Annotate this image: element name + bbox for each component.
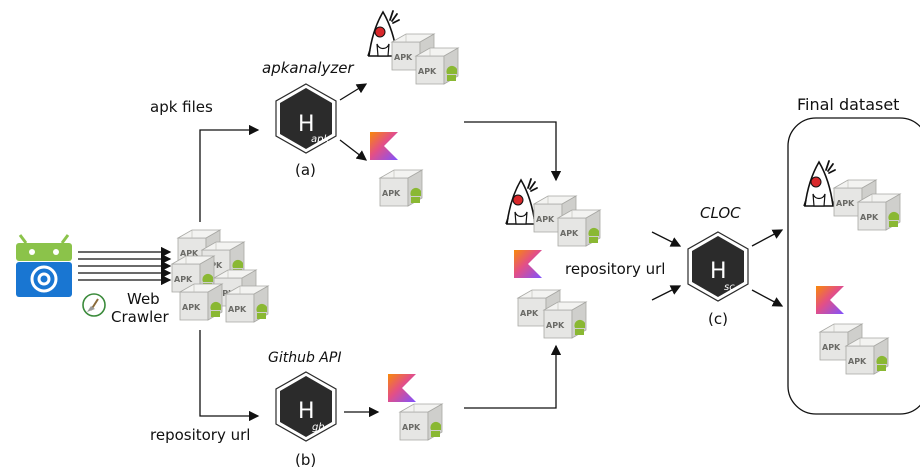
arrow-apk-to-kotlin — [339, 139, 368, 161]
kotlin-icon — [370, 132, 398, 160]
hex-sc-letter: H — [710, 259, 727, 284]
arrow-to-cloc-top — [651, 231, 682, 247]
crawler-label: Crawler — [111, 308, 169, 326]
cloc-label: CLOC — [700, 204, 741, 222]
apk-box-icon — [399, 403, 443, 441]
hex-gh-letter: H — [298, 399, 315, 424]
apk-group-java-final — [833, 179, 901, 231]
fdroid-icon — [16, 234, 72, 297]
arrow-apk-to-java — [339, 83, 368, 101]
apk-cluster-source — [171, 229, 269, 323]
hex-apk-sub: apk — [311, 134, 330, 145]
step-b-label: (b) — [295, 451, 316, 469]
apk-group-java-top — [391, 33, 459, 85]
final-dataset-box — [787, 117, 920, 415]
kotlin-icon — [816, 286, 844, 314]
arrow-cloc-to-kotlin — [751, 289, 784, 307]
apkanalyzer-label: apkanalyzer — [262, 59, 354, 77]
crawl-arrows — [78, 246, 172, 286]
step-a-label: (a) — [295, 161, 316, 179]
arrow-to-cloc-bottom — [651, 285, 682, 301]
java-duke-icon — [803, 160, 836, 207]
kotlin-icon — [514, 250, 542, 278]
arrow-to-apk-analysis — [199, 124, 260, 222]
final-dataset-label: Final dataset — [797, 95, 899, 114]
web-label: Web — [127, 290, 160, 308]
kotlin-icon — [388, 374, 416, 402]
hex-gh-sub: gh — [312, 422, 325, 433]
repository-url-bottom-label: repository url — [150, 426, 250, 444]
arrow-b-to-merge — [464, 344, 562, 409]
apk-box-icon — [379, 169, 423, 207]
crawler-broom-icon — [82, 293, 106, 317]
apk-files-label: apk files — [150, 98, 213, 116]
hex-sc-sub: sc — [724, 282, 735, 293]
java-duke-icon — [505, 178, 538, 225]
apk-group-kotlin-mid — [517, 289, 587, 339]
step-c-label: (c) — [708, 310, 728, 328]
arrow-to-github-api — [199, 330, 260, 422]
arrow-a-to-merge — [464, 121, 562, 182]
arrow-cloc-to-java — [751, 229, 784, 247]
hex-apk-letter: H — [298, 112, 315, 137]
apk-group-java-mid — [533, 195, 601, 247]
repository-url-mid-label: repository url — [565, 260, 665, 278]
github-api-label: Github API — [268, 350, 341, 366]
apk-group-kotlin-final — [819, 323, 889, 375]
